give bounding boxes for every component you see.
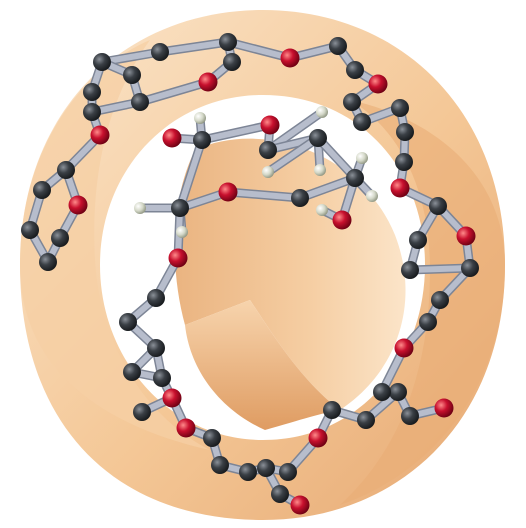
oxygen-atom bbox=[260, 115, 280, 135]
carbon-atom bbox=[389, 383, 407, 401]
carbon-atom bbox=[401, 407, 419, 425]
carbon-atom bbox=[373, 383, 391, 401]
bond bbox=[199, 122, 273, 143]
bond bbox=[297, 175, 358, 201]
hydrogen-atom bbox=[176, 226, 188, 238]
carbon-atom bbox=[309, 129, 327, 147]
bond bbox=[225, 39, 293, 61]
bond bbox=[265, 135, 321, 175]
ribbon-right-rim bbox=[340, 100, 505, 505]
hydrogen-atom bbox=[316, 204, 328, 216]
carbon-atom bbox=[343, 93, 361, 111]
bond bbox=[137, 79, 211, 105]
carbon-atom bbox=[153, 369, 171, 387]
carbon-atom bbox=[291, 189, 309, 207]
carbon-atom bbox=[33, 181, 51, 199]
carbon-atom bbox=[123, 363, 141, 381]
hydrogen-atom bbox=[134, 202, 146, 214]
bond bbox=[225, 189, 303, 201]
carbon-atom bbox=[83, 103, 101, 121]
carbon-atom bbox=[329, 37, 347, 55]
carbon-atom bbox=[93, 53, 111, 71]
carbon-atom bbox=[57, 161, 75, 179]
carbon-atom bbox=[123, 66, 141, 84]
bond bbox=[177, 137, 205, 211]
hydrogen-atom bbox=[316, 106, 328, 118]
bond bbox=[99, 49, 163, 65]
oxygen-atom bbox=[368, 74, 388, 94]
carbon-atom bbox=[147, 289, 165, 307]
carbon-atom bbox=[396, 123, 414, 141]
carbon-atom bbox=[409, 231, 427, 249]
oxygen-atom bbox=[394, 338, 414, 358]
carbon-atom bbox=[151, 43, 169, 61]
carbon-atom bbox=[323, 401, 341, 419]
carbon-atom bbox=[133, 403, 151, 421]
carbon-atom bbox=[51, 229, 69, 247]
carbon-atom bbox=[239, 463, 257, 481]
carbon-atom bbox=[131, 93, 149, 111]
oxygen-atom bbox=[434, 398, 454, 418]
carbon-atom bbox=[171, 199, 189, 217]
carbon-atom bbox=[147, 339, 165, 357]
oxygen-atom bbox=[176, 418, 196, 438]
carbon-atom bbox=[391, 99, 409, 117]
carbon-atom bbox=[346, 61, 364, 79]
oxygen-atom bbox=[162, 388, 182, 408]
oxygen-atom bbox=[198, 72, 218, 92]
carbon-atom bbox=[346, 169, 364, 187]
ribbon-cut-wedge bbox=[185, 300, 340, 430]
carbon-atom bbox=[401, 261, 419, 279]
carbon-atom bbox=[429, 197, 447, 215]
hydrogen-atom bbox=[314, 164, 326, 176]
oxygen-atom bbox=[218, 182, 238, 202]
carbon-atom bbox=[461, 259, 479, 277]
hydrogen-atom bbox=[356, 152, 368, 164]
carbon-atom bbox=[357, 411, 375, 429]
carbon-atom bbox=[353, 113, 371, 131]
oxygen-atom bbox=[332, 210, 352, 230]
carbon-atom bbox=[279, 463, 297, 481]
oxygen-atom bbox=[168, 248, 188, 268]
oxygen-atom bbox=[390, 178, 410, 198]
oxygen-atom bbox=[162, 128, 182, 148]
bond bbox=[315, 135, 358, 181]
ribbon-left-rim bbox=[20, 40, 210, 450]
carbon-atom bbox=[271, 485, 289, 503]
carbon-atom bbox=[223, 53, 241, 71]
carbon-atom bbox=[193, 131, 211, 149]
carbon-atom bbox=[395, 153, 413, 171]
carbon-atom bbox=[431, 291, 449, 309]
bond bbox=[407, 265, 473, 273]
carbon-atom bbox=[39, 253, 57, 271]
carbon-atom bbox=[419, 313, 437, 331]
carbon-atom bbox=[21, 221, 39, 239]
oxygen-atom bbox=[68, 195, 88, 215]
hydrogen-atom bbox=[262, 166, 274, 178]
carbon-atom bbox=[259, 141, 277, 159]
oxygen-atom bbox=[456, 226, 476, 246]
oxygen-atom bbox=[308, 428, 328, 448]
hydrogen-atom bbox=[194, 112, 206, 124]
oxygen-atom bbox=[280, 48, 300, 68]
carbon-atom bbox=[257, 459, 275, 477]
carbon-atom bbox=[219, 33, 237, 51]
carbon-atom bbox=[203, 429, 221, 447]
carbon-atom bbox=[211, 456, 229, 474]
oxygen-atom bbox=[90, 125, 110, 145]
hydrogen-atom bbox=[366, 190, 378, 202]
carbon-atom bbox=[119, 313, 137, 331]
molecule-atoms bbox=[21, 33, 479, 515]
carbon-atom bbox=[83, 83, 101, 101]
bond bbox=[157, 39, 231, 55]
oxygen-atom bbox=[290, 495, 310, 515]
